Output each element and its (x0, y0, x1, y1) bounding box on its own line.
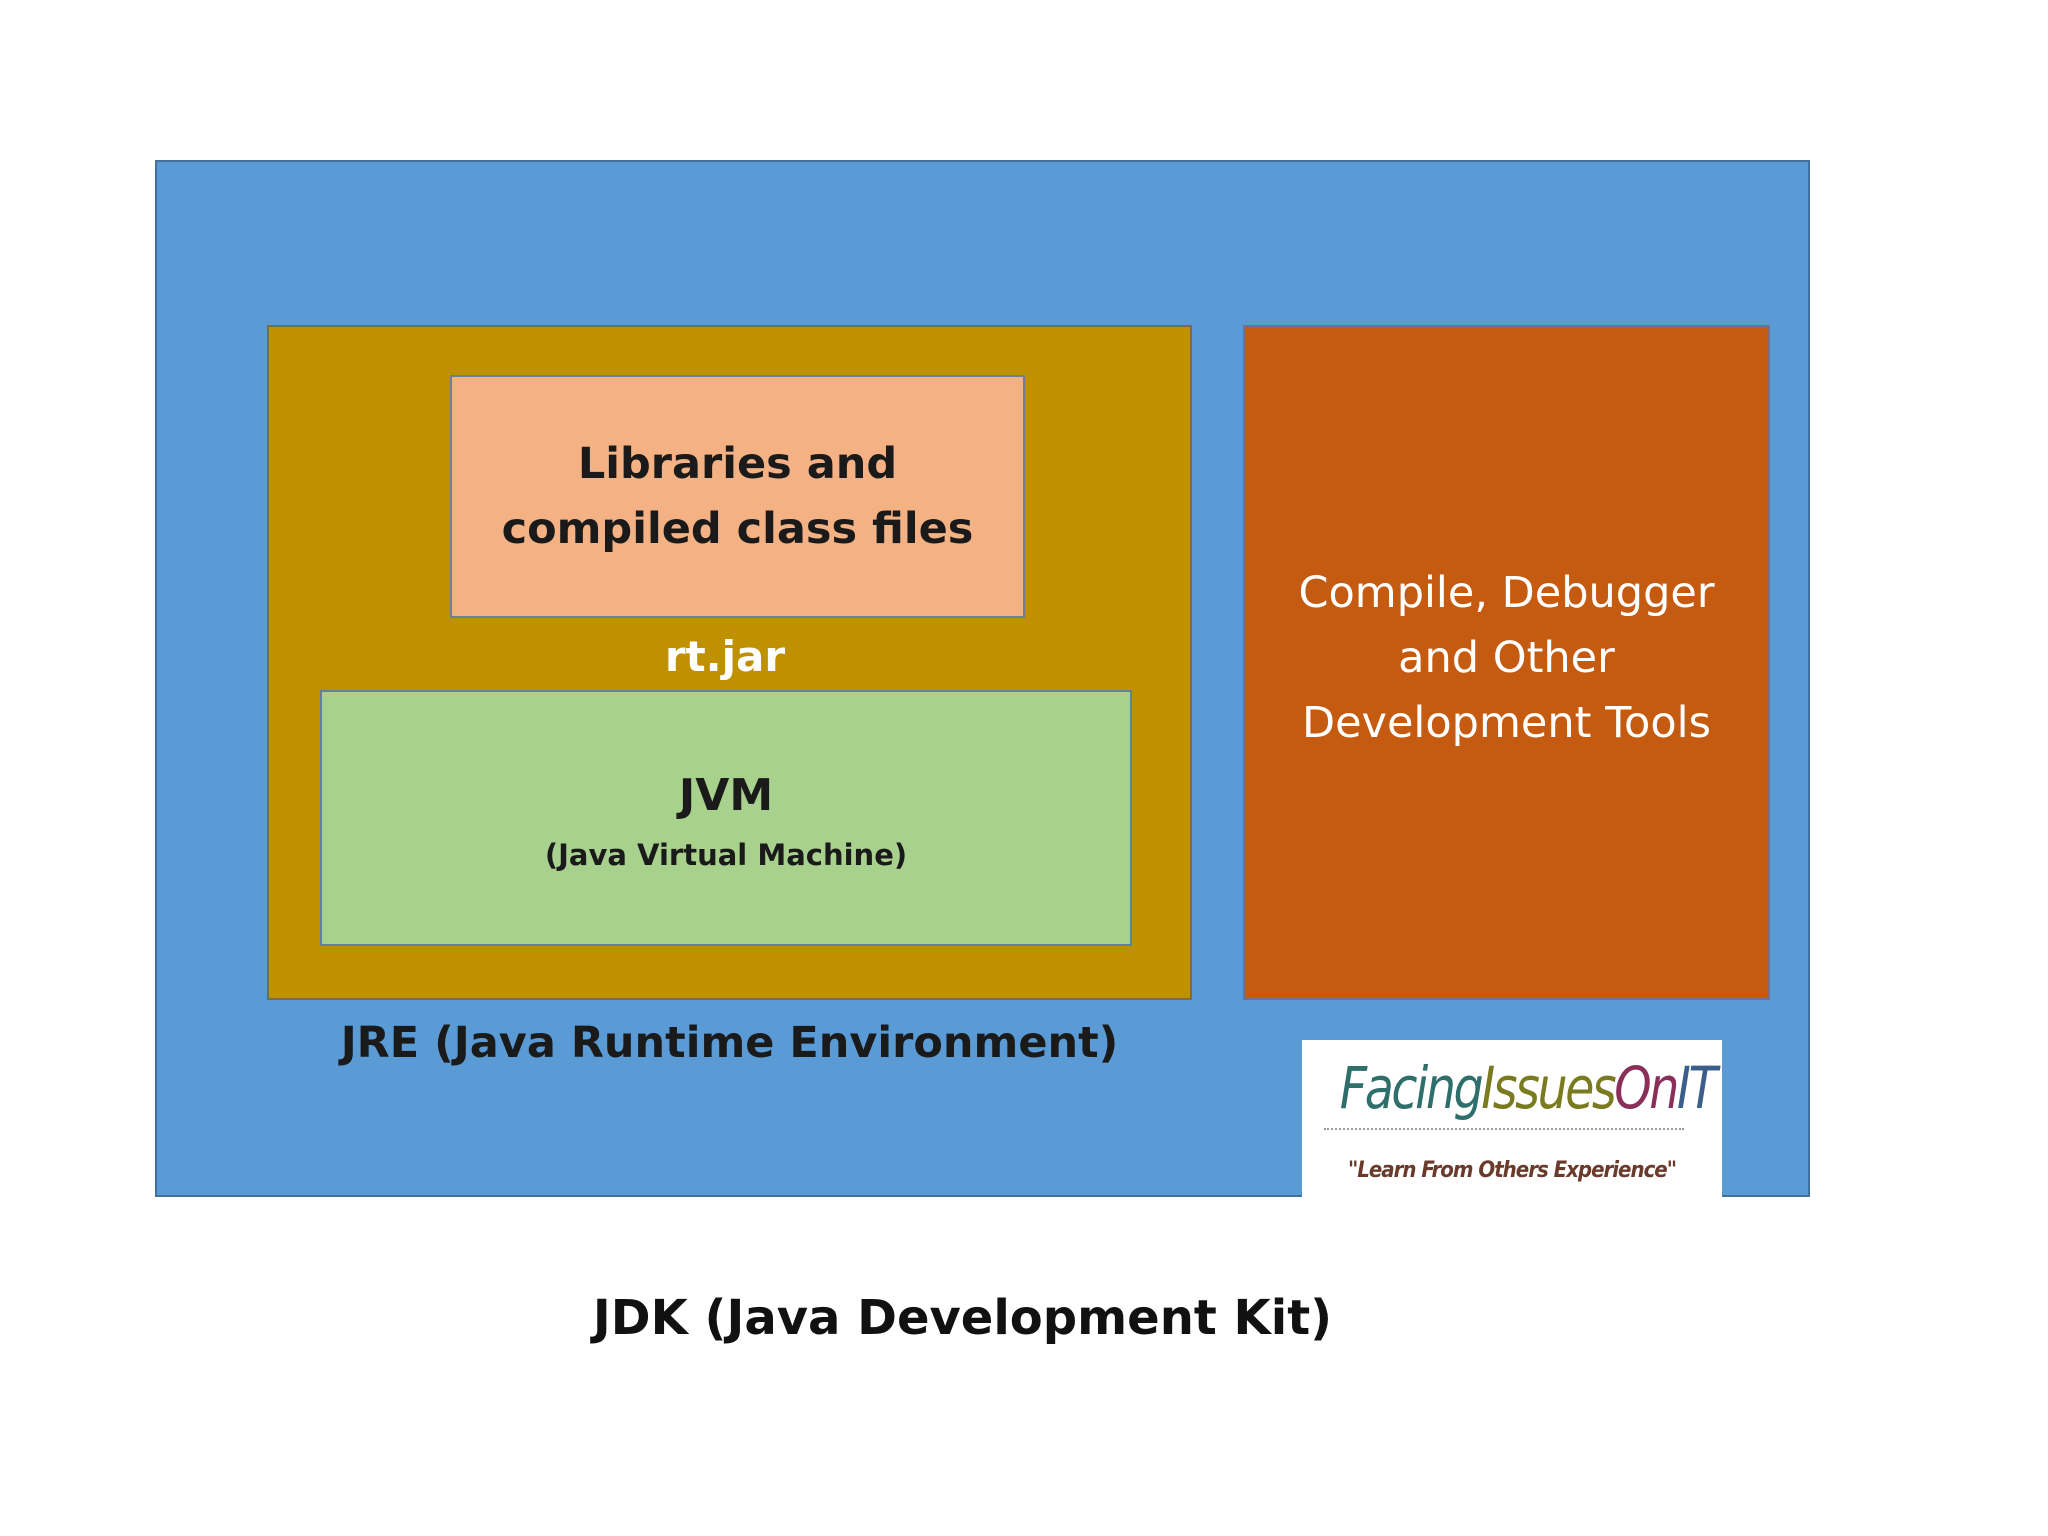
logo-dotted-divider (1324, 1128, 1684, 1130)
jvm-box: JVM (Java Virtual Machine) (320, 690, 1132, 946)
development-tools-label: Compile, Debugger and Other Development … (1298, 568, 1715, 748)
jre-label: JRE (Java Runtime Environment) (340, 1018, 1119, 1068)
libraries-box: Libraries and compiled class files (450, 375, 1025, 618)
jvm-title: JVM (678, 770, 774, 821)
rt-jar-label: rt.jar (664, 632, 786, 681)
jdk-label: JDK (Java Development Kit) (592, 1290, 1333, 1346)
development-tools-box: Compile, Debugger and Other Development … (1243, 325, 1770, 1000)
logo-tagline: "Learn From Others Experience" (1347, 1158, 1677, 1183)
facingissuesonit-logo: FacingIssuesOnIT "Learn From Others Expe… (1302, 1040, 1722, 1208)
logo-brand-text: FacingIssuesOnIT (1339, 1054, 1718, 1122)
libraries-label: Libraries and compiled class files (501, 438, 974, 554)
jvm-subtitle: (Java Virtual Machine) (544, 838, 908, 872)
